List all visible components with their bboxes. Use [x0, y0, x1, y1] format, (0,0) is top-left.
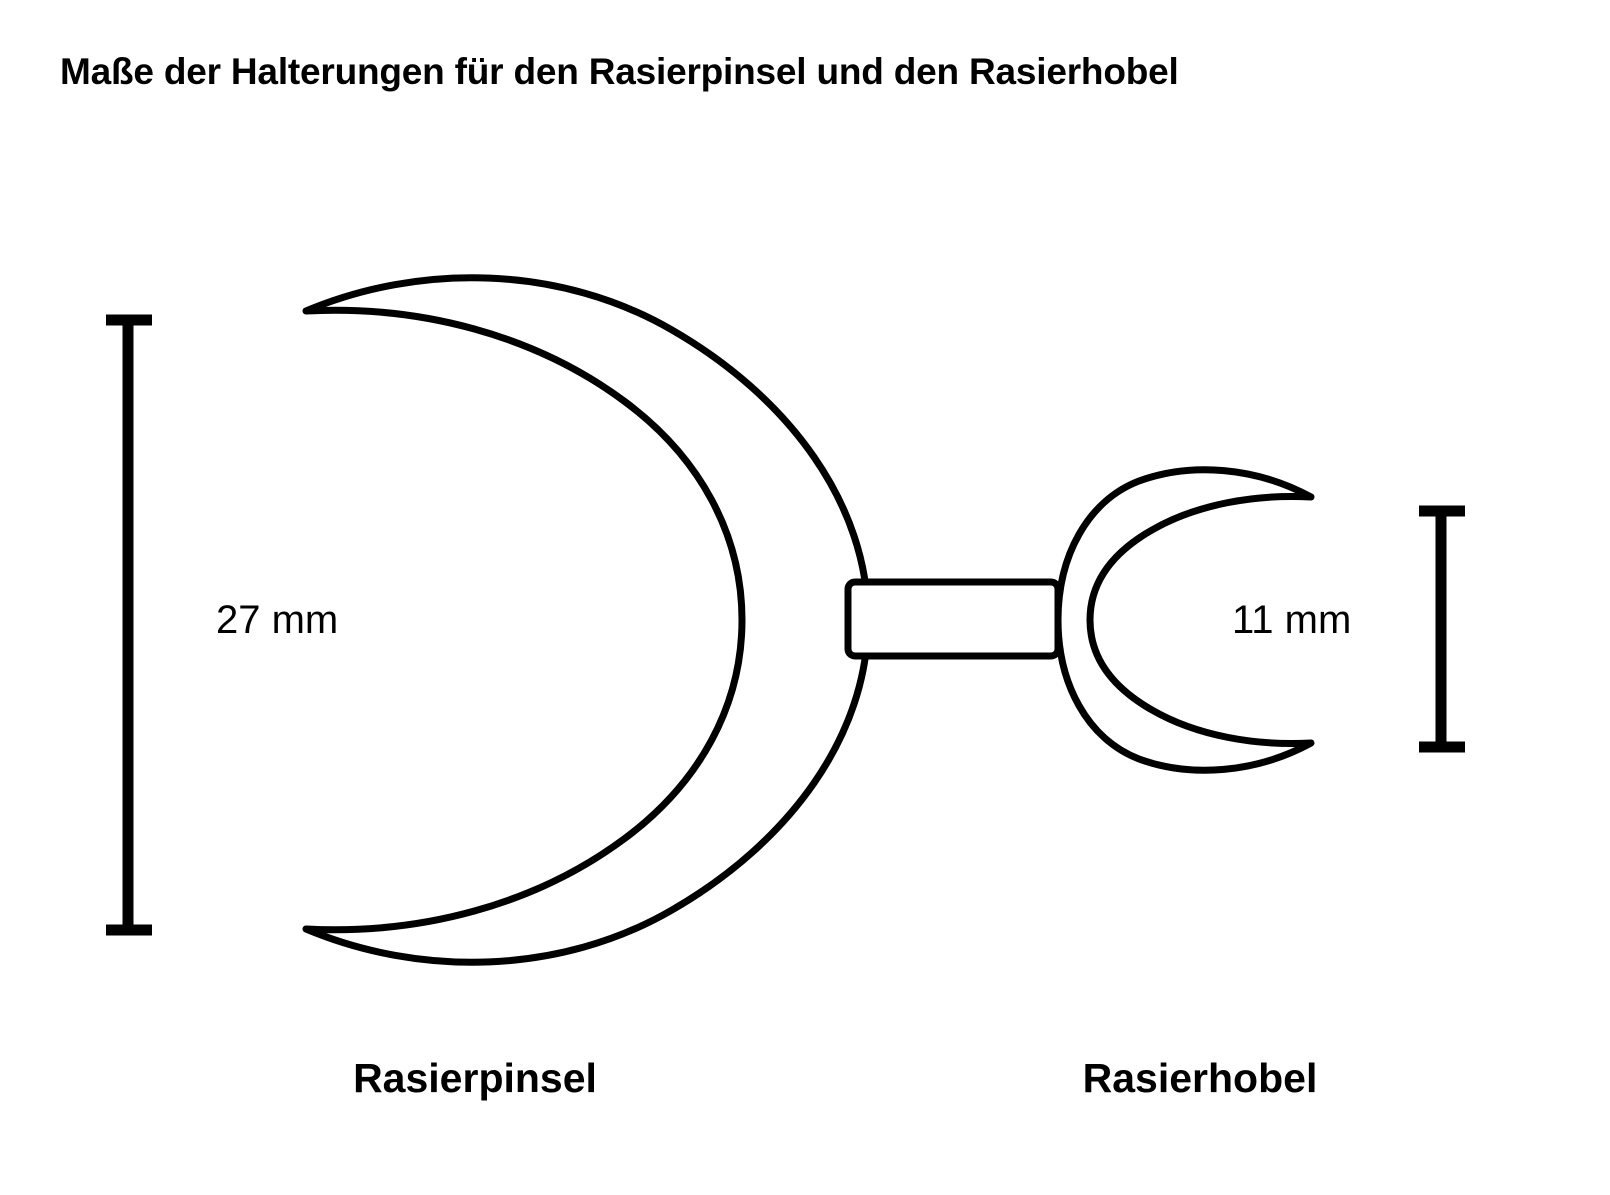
dimension-label-brush: 27 mm — [216, 598, 339, 642]
dimension-label-razor: 11 mm — [1232, 598, 1352, 642]
part-caption-brush: Rasierpinsel — [353, 1055, 597, 1101]
razor-holder-ring — [1054, 466, 1315, 774]
dimension-line-left — [106, 314, 152, 936]
connector-bar — [844, 578, 1062, 660]
brush-holder-ring — [302, 274, 872, 966]
page-title: Maße der Halterungen für den Rasierpinse… — [60, 51, 1179, 92]
part-caption-razor: Rasierhobel — [1082, 1055, 1318, 1101]
dimension-line-right — [1419, 505, 1465, 753]
